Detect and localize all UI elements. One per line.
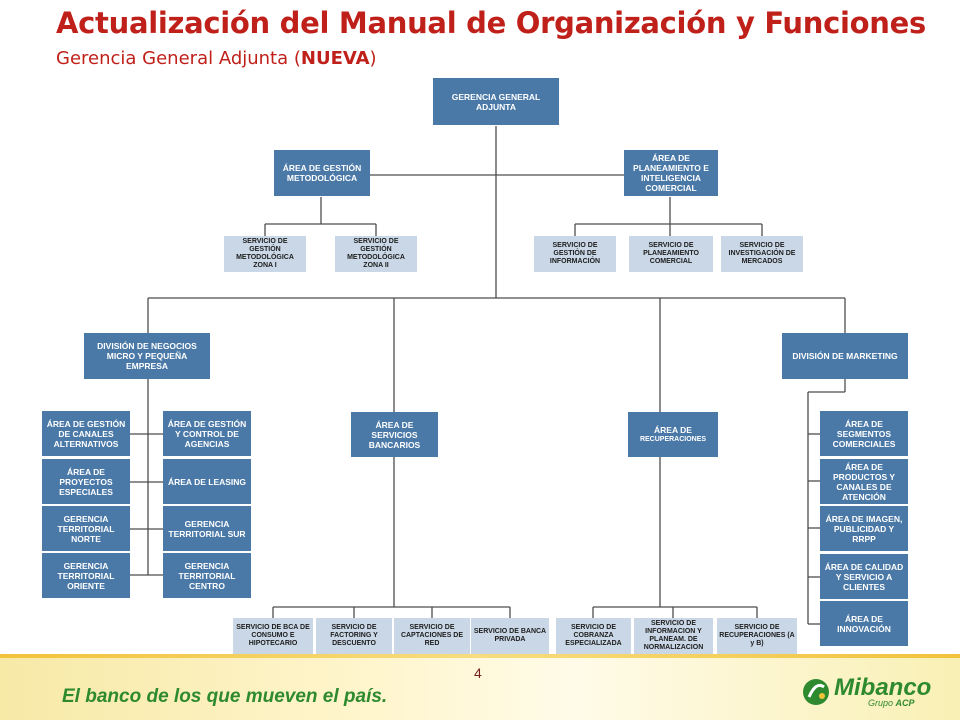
org-box-servicio-gestion-zona-1: SERVICIO DE GESTIÓN METODOLÓGICA ZONA I	[224, 236, 306, 272]
org-box-imagen-publicidad: ÁREA DE IMAGEN, PUBLICIDAD Y RRPP	[820, 506, 908, 551]
page-subtitle: Gerencia General Adjunta (NUEVA)	[56, 48, 377, 69]
org-box-servicio-planeamiento-comercial: SERVICIO DE PLANEAMIENTO COMERCIAL	[629, 236, 713, 272]
org-box-servicio-informacion-normalizacion: SERVICIO DE INFORMACION Y PLANEAM. DE NO…	[634, 618, 713, 654]
brand-group: Grupo ACP	[868, 698, 915, 708]
org-box-territorial-sur: GERENCIA TERRITORIAL SUR	[163, 506, 251, 551]
org-box-territorial-centro: GERENCIA TERRITORIAL CENTRO	[163, 553, 251, 598]
org-box-servicio-factoring: SERVICIO DE FACTORING Y DESCUENTO	[316, 618, 392, 654]
org-box-calidad-servicio: ÁREA DE CALIDAD Y SERVICIO A CLIENTES	[820, 554, 908, 599]
org-box-servicio-gestion-informacion: SERVICIO DE GESTIÓN DE INFORMACIÓN	[534, 236, 616, 272]
org-box-proyectos-especiales: ÁREA DE PROYECTOS ESPECIALES	[42, 459, 130, 504]
org-box-servicio-banca-privada: SERVICIO DE BANCA PRIVADA	[471, 618, 549, 654]
subtitle-new-label: NUEVA	[300, 48, 370, 69]
org-box-planeamiento-inteligencia: ÁREA DE PLANEAMIENTO E INTELIGENCIA COME…	[624, 150, 718, 196]
brand-group-acp: ACP	[895, 698, 915, 708]
org-box-servicio-bca-consumo: SERVICIO DE BCA DE CONSUMO E HIPOTECARIO	[233, 618, 313, 654]
subtitle-suffix: )	[369, 48, 377, 69]
org-box-territorial-oriente: GERENCIA TERRITORIAL ORIENTE	[42, 553, 130, 598]
page-number: 4	[474, 665, 482, 681]
org-box-servicio-gestion-zona-2: SERVICIO DE GESTIÓN METODOLÓGICA ZONA II	[335, 236, 417, 272]
brand-group-prefix: Grupo	[868, 698, 896, 708]
org-box-servicios-bancarios: ÁREA DE SERVICIOS BANCARIOS	[351, 412, 438, 457]
footer-slogan: El banco de los que mueven el país.	[62, 686, 388, 707]
org-box-servicio-cobranza: SERVICIO DE COBRANZA ESPECIALIZADA	[556, 618, 631, 654]
org-box-segmentos-comerciales: ÁREA DE SEGMENTOS COMERCIALES	[820, 411, 908, 456]
recuperaciones-line-2: RECUPERACIONES	[639, 435, 707, 443]
org-box-gerencia-general-adjunta: GERENCIA GENERAL ADJUNTA	[433, 78, 559, 125]
footer-bar	[0, 656, 960, 720]
footer-stripe	[0, 654, 960, 658]
org-box-innovacion: ÁREA DE INNOVACIÓN	[820, 601, 908, 646]
org-box-control-agencias: ÁREA DE GESTIÓN Y CONTROL DE AGENCIAS	[163, 411, 251, 456]
mibanco-logo-icon	[803, 679, 829, 705]
org-box-division-marketing: DIVISIÓN DE MARKETING	[782, 333, 908, 379]
org-box-territorial-norte: GERENCIA TERRITORIAL NORTE	[42, 506, 130, 551]
brand-name: Mibanco	[834, 674, 932, 701]
org-box-gestion-metodologica: ÁREA DE GESTIÓN METODOLÓGICA	[274, 150, 370, 196]
org-box-productos-canales: ÁREA DE PRODUCTOS Y CANALES DE ATENCIÓN	[820, 459, 908, 504]
org-box-division-negocios: DIVISIÓN DE NEGOCIOS MICRO Y PEQUEÑA EMP…	[84, 333, 210, 379]
subtitle-prefix: Gerencia General Adjunta (	[56, 48, 301, 69]
page-title: Actualización del Manual de Organización…	[56, 6, 926, 40]
org-box-servicio-investigacion-mercados: SERVICIO DE INVESTIGACIÓN DE MERCADOS	[721, 236, 803, 272]
org-box-servicio-recuperaciones: SERVICIO DE RECUPERACIONES (A y B)	[717, 618, 797, 654]
org-box-canales-alternativos: ÁREA DE GESTIÓN DE CANALES ALTERNATIVOS	[42, 411, 130, 456]
recuperaciones-line-1: ÁREA DE	[654, 424, 692, 435]
org-box-servicio-captaciones: SERVICIO DE CAPTACIONES DE RED	[394, 618, 470, 654]
org-box-leasing: ÁREA DE LEASING	[163, 459, 251, 504]
